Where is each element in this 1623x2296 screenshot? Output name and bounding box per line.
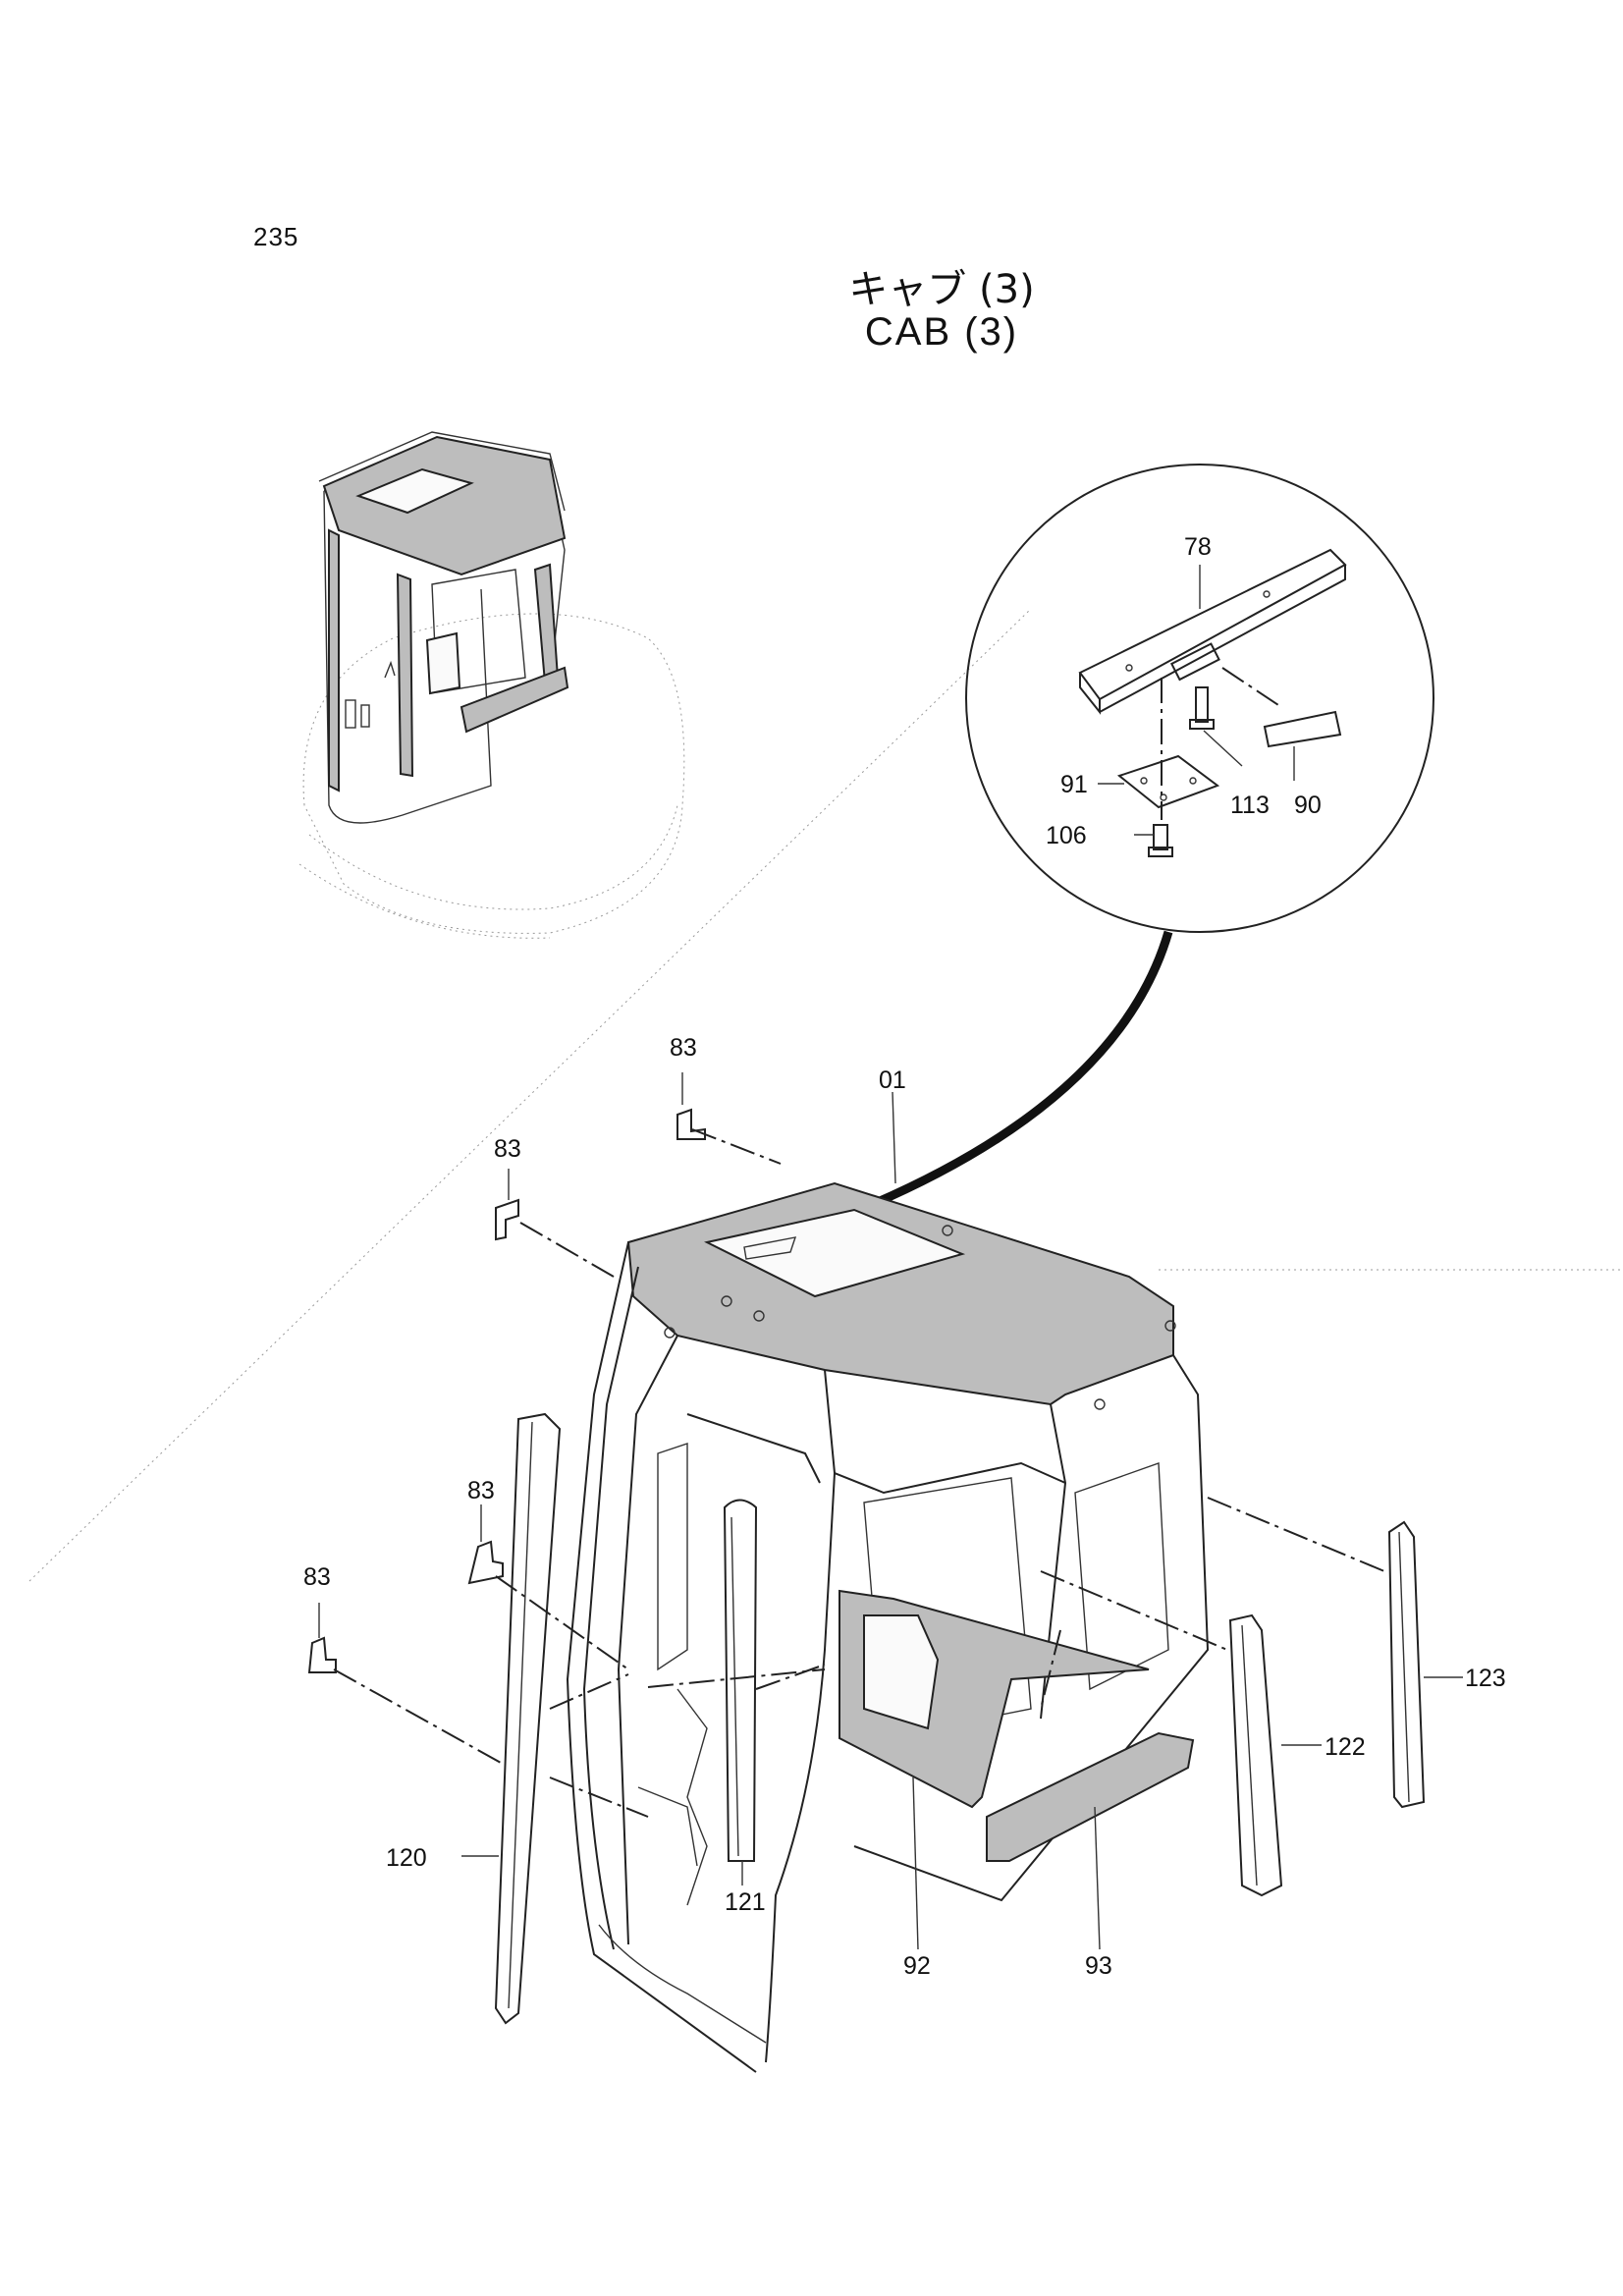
callout-78: 78 xyxy=(1184,533,1212,561)
callout-91: 91 xyxy=(1060,771,1088,798)
clip-83-top xyxy=(676,1108,706,1140)
trim-strip-123 xyxy=(1387,1520,1426,1809)
callout-120: 120 xyxy=(386,1844,427,1872)
callout-93: 93 xyxy=(1085,1952,1112,1980)
page-number: 235 xyxy=(253,222,299,251)
roof-window xyxy=(704,1208,966,1298)
clip-83-upper-left xyxy=(495,1198,519,1241)
roof-panel xyxy=(626,1181,1174,1406)
overview-roof-panel xyxy=(322,435,567,576)
callout-121: 121 xyxy=(725,1888,766,1916)
clip-83-mid-left xyxy=(467,1540,504,1585)
assembly-chain-lines xyxy=(333,1128,1385,1818)
callout-83-top: 83 xyxy=(670,1034,697,1062)
trim-strip-120 xyxy=(494,1412,562,2025)
detail-pointer-line xyxy=(862,930,1173,1213)
callout-83-upper-left: 83 xyxy=(494,1135,521,1163)
page-title-english: CAB (3) xyxy=(864,310,1019,354)
rear-trim-panel-93 xyxy=(986,1731,1195,1862)
clip-83-lower-left xyxy=(307,1636,337,1673)
page-title-japanese: キャブ (3) xyxy=(848,267,1035,312)
callout-113: 113 xyxy=(1230,792,1270,819)
overview-leader-line xyxy=(28,608,1032,1582)
callout-123: 123 xyxy=(1465,1665,1506,1692)
callout-92: 92 xyxy=(903,1952,931,1980)
callout-83-lower-left: 83 xyxy=(303,1563,331,1591)
trim-strip-122 xyxy=(1228,1613,1283,1897)
callout-122: 122 xyxy=(1325,1733,1366,1761)
detail-view-circle xyxy=(965,464,1434,933)
callout-90: 90 xyxy=(1294,792,1322,819)
callout-leader-lines xyxy=(318,565,1463,1950)
cab-main-illustration xyxy=(566,1181,1210,2073)
callout-01: 01 xyxy=(879,1066,906,1094)
trim-strip-121 xyxy=(723,1499,758,1862)
callout-106: 106 xyxy=(1046,822,1087,849)
callout-83-mid-left: 83 xyxy=(467,1477,495,1504)
cab-overview-illustration xyxy=(298,431,685,939)
